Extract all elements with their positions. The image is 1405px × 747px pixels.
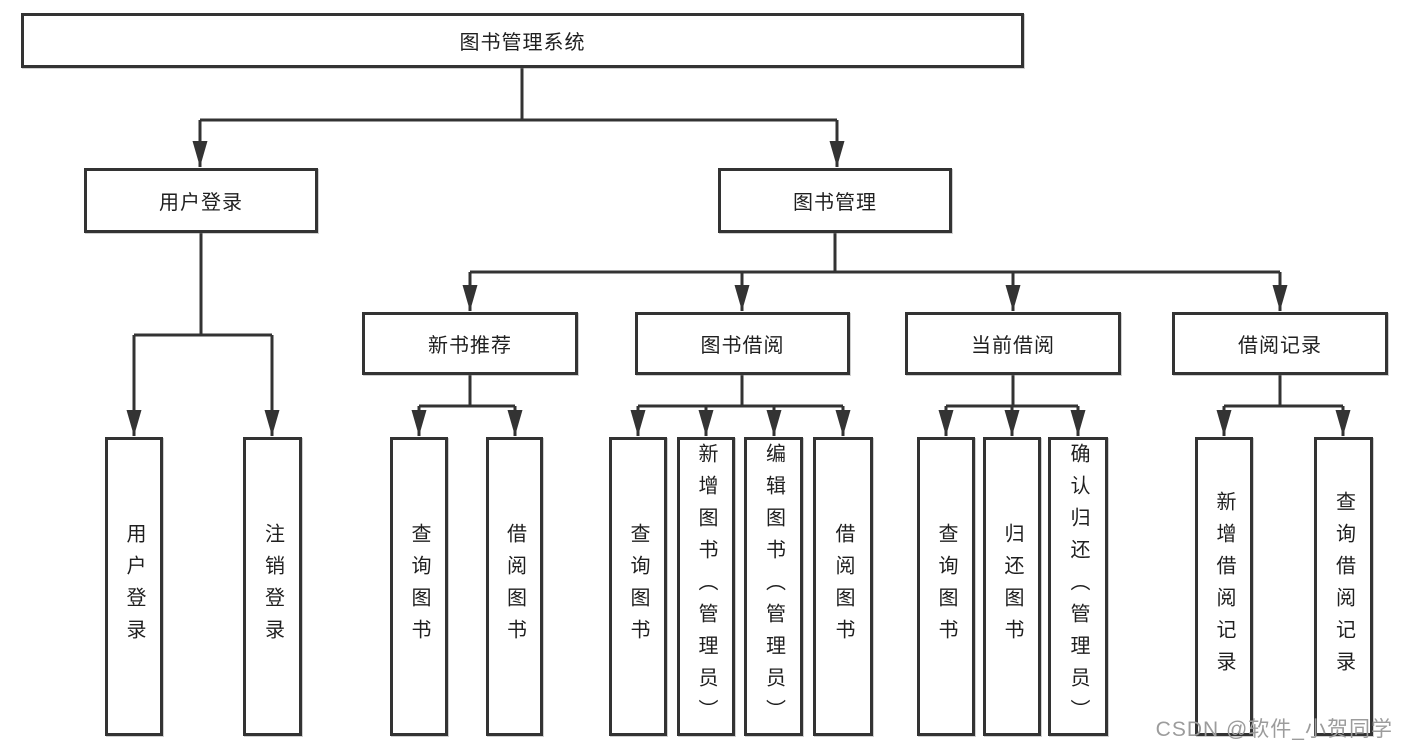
leaf-user-login: 用户登录 <box>105 437 163 736</box>
leaf-label: 注销登录 <box>261 522 284 651</box>
node-book-borrowing: 图书借阅 <box>635 312 850 375</box>
leaf-logout-login: 注销登录 <box>243 437 302 736</box>
node-borrowing-records: 借阅记录 <box>1172 312 1388 375</box>
node-current-borrowing: 当前借阅 <box>905 312 1121 375</box>
connector-book-borrowing-branch <box>630 375 851 436</box>
leaf-borrow-books-1: 借阅图书 <box>486 437 543 736</box>
leaf-edit-book-admin: 编辑图书（管理员） <box>744 437 803 736</box>
leaf-label: 查询图书 <box>627 522 649 651</box>
leaf-label: 编辑图书（管理员） <box>762 442 785 731</box>
connector-current-borrowing-branch <box>938 375 1086 436</box>
leaf-label: 查询借阅记录 <box>1332 490 1355 683</box>
leaf-label: 确认归还（管理员） <box>1067 442 1089 731</box>
leaf-label: 查询图书 <box>935 522 957 651</box>
connector-root-to-level2 <box>192 68 845 167</box>
node-book-management: 图书管理 <box>718 168 952 233</box>
leaf-query-borrow-record: 查询借阅记录 <box>1314 437 1373 736</box>
connector-borrowing-records-branch <box>1216 375 1351 436</box>
node-new-book-recommendation: 新书推荐 <box>362 312 578 375</box>
leaf-label: 查询图书 <box>408 522 430 651</box>
leaf-label: 用户登录 <box>123 522 145 651</box>
node-user-login: 用户登录 <box>84 168 318 233</box>
leaf-add-borrow-record: 新增借阅记录 <box>1195 437 1253 736</box>
leaf-return-book: 归还图书 <box>983 437 1041 736</box>
node-library-management-system: 图书管理系统 <box>21 13 1024 68</box>
connector-book-management-branch <box>462 233 1288 311</box>
leaf-confirm-return-admin: 确认归还（管理员） <box>1048 437 1108 736</box>
leaf-add-book-admin: 新增图书（管理员） <box>677 437 735 736</box>
leaf-label: 新增图书（管理员） <box>695 442 717 731</box>
leaf-label: 新增借阅记录 <box>1213 490 1235 683</box>
leaf-query-books-1: 查询图书 <box>390 437 448 736</box>
leaf-label: 借阅图书 <box>832 522 854 651</box>
leaf-query-books-3: 查询图书 <box>917 437 975 736</box>
connector-new-book-recommendation-branch <box>411 375 523 436</box>
leaf-query-books-2: 查询图书 <box>609 437 667 736</box>
leaf-label: 归还图书 <box>1001 522 1023 651</box>
leaf-borrow-books-2: 借阅图书 <box>813 437 873 736</box>
leaf-label: 借阅图书 <box>503 522 526 651</box>
connector-user-login-branch <box>126 233 280 436</box>
